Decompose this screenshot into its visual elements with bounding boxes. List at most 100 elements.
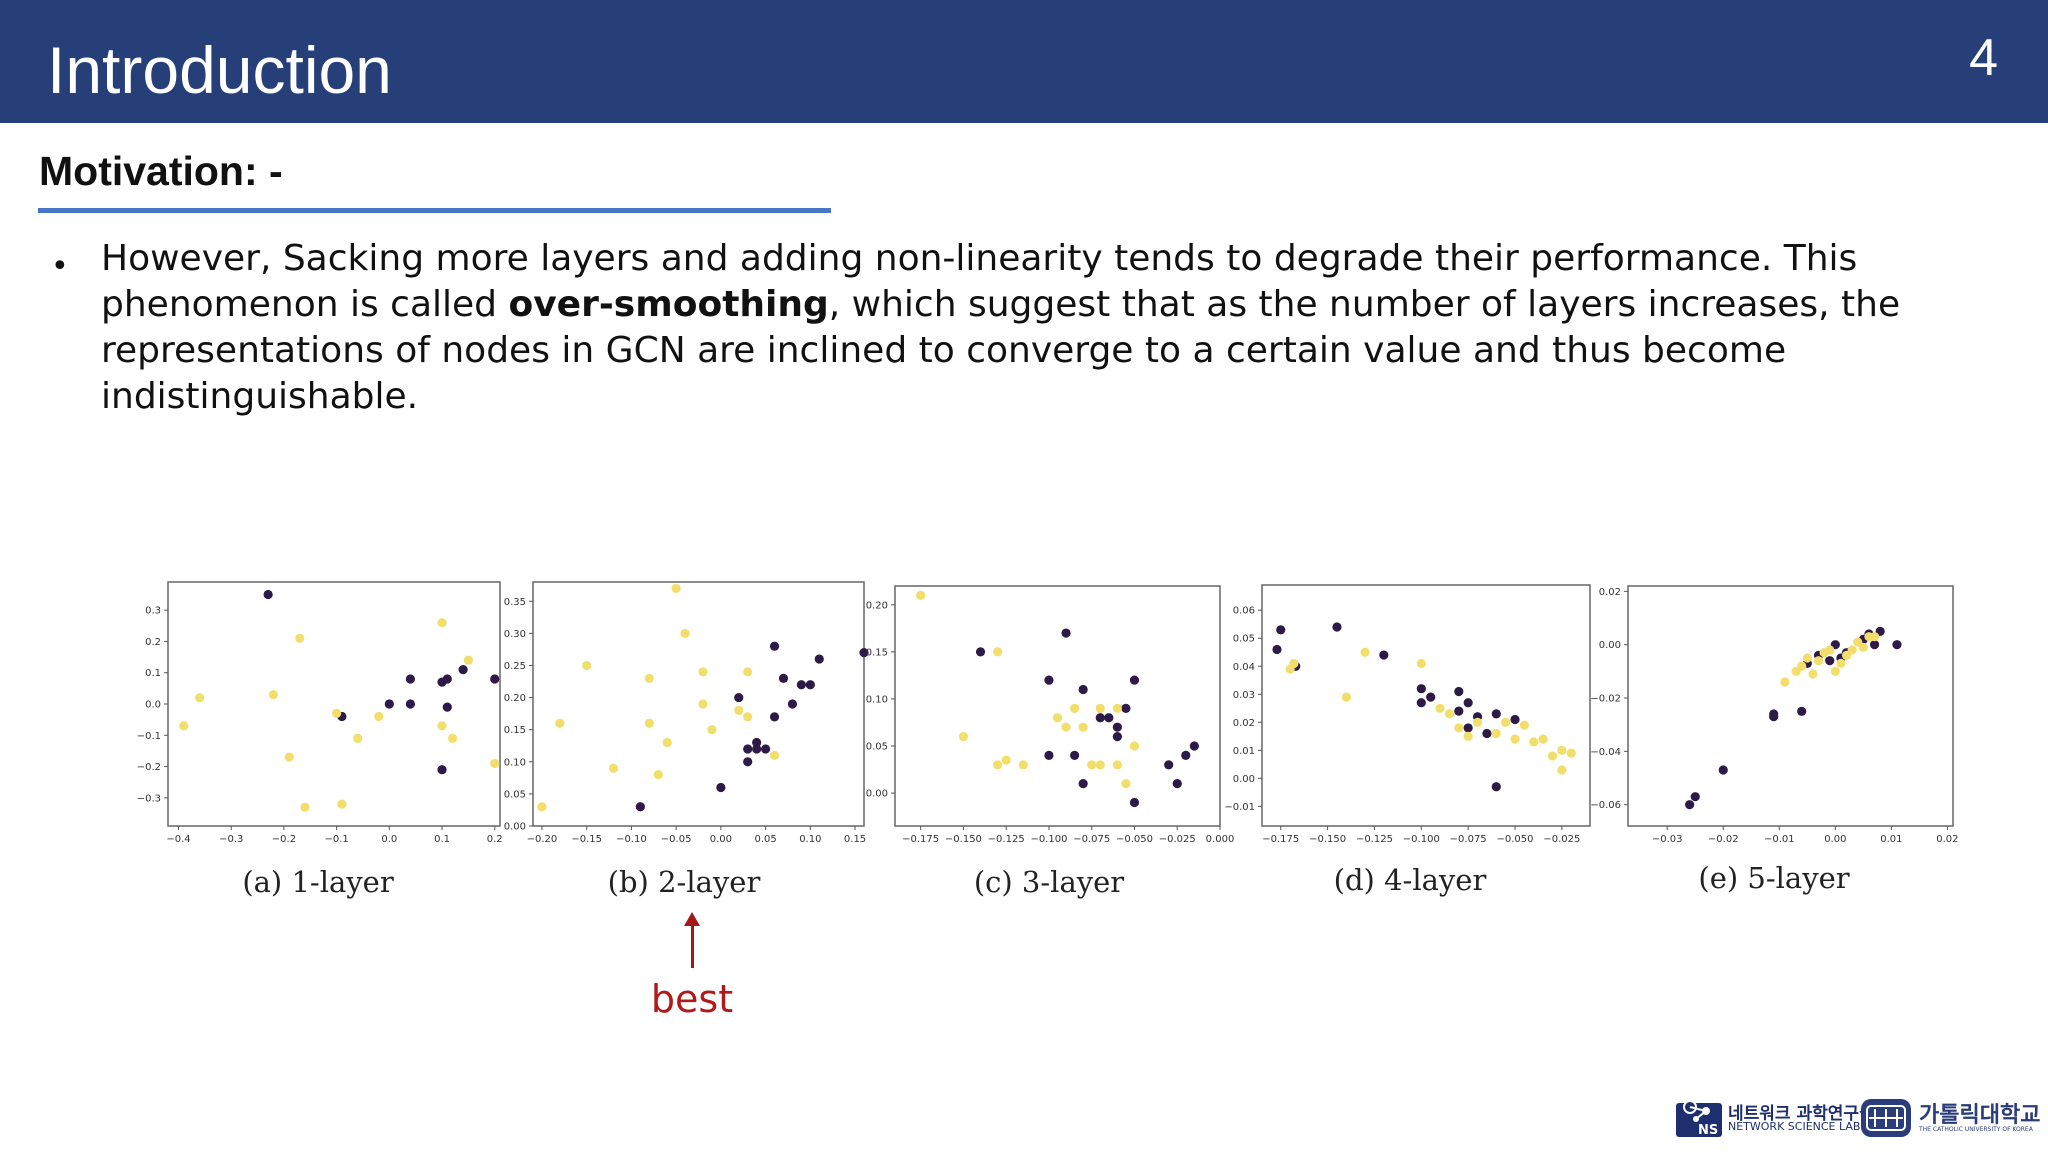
- point-yellow-class: [958, 731, 969, 742]
- point-dark-class: [442, 702, 452, 712]
- point-yellow-class: [1510, 734, 1520, 744]
- y-tick-label: 0.1: [145, 668, 161, 679]
- subfigure-caption: (e) 5-layer: [1698, 861, 1850, 895]
- page-number: 4: [1969, 29, 1998, 87]
- y-tick-label: 0.03: [1233, 690, 1255, 701]
- y-tick-label: −0.02: [1590, 694, 1621, 705]
- point-dark-class: [1189, 741, 1199, 751]
- point-yellow-class: [1830, 666, 1840, 676]
- point-dark-class: [1044, 750, 1054, 761]
- point-yellow-class: [1566, 748, 1576, 758]
- point-dark-class: [1276, 625, 1286, 635]
- university-emblem-icon: [1861, 1099, 1911, 1137]
- point-yellow-class: [268, 690, 278, 700]
- point-dark-class: [805, 680, 815, 690]
- x-tick-label: −0.10: [616, 834, 647, 845]
- x-tick-label: −0.1: [324, 834, 348, 845]
- point-dark-class: [1272, 644, 1282, 655]
- lab-mark-text: NS: [1698, 1123, 1718, 1138]
- point-dark-class: [1172, 779, 1182, 789]
- bullet-text-bold: over-smoothing: [508, 284, 829, 325]
- point-dark-class: [490, 674, 500, 684]
- point-yellow-class: [1557, 745, 1567, 755]
- point-yellow-class: [707, 725, 717, 735]
- point-dark-class: [1690, 792, 1700, 802]
- point-yellow-class: [653, 770, 663, 780]
- point-yellow-class: [337, 799, 347, 809]
- x-tick-label: −0.100: [1030, 834, 1067, 845]
- point-yellow-class: [1547, 751, 1558, 761]
- bullet-text-after: , which suggest that as the number of la…: [101, 284, 1901, 417]
- point-yellow-class: [916, 590, 926, 601]
- subtitle-underline: [38, 208, 831, 213]
- point-dark-class: [1825, 656, 1835, 666]
- point-dark-class: [1416, 698, 1426, 708]
- point-yellow-class: [1001, 755, 1011, 765]
- point-yellow-class: [1538, 734, 1548, 744]
- y-tick-label: 0.02: [1599, 587, 1621, 598]
- slide-header: Introduction 4: [0, 0, 2048, 123]
- point-dark-class: [1078, 779, 1088, 789]
- point-yellow-class: [1813, 656, 1824, 666]
- point-dark-class: [716, 782, 726, 793]
- point-dark-class: [1070, 750, 1080, 761]
- x-tick-label: 0.1: [434, 834, 450, 845]
- point-yellow-class: [1529, 737, 1539, 747]
- point-yellow-class: [295, 633, 305, 643]
- point-yellow-class: [582, 660, 592, 671]
- point-yellow-class: [447, 733, 458, 744]
- point-yellow-class: [1491, 728, 1501, 739]
- point-yellow-class: [1360, 647, 1370, 657]
- point-yellow-class: [1463, 731, 1473, 741]
- subfigure-caption: (b) 2-layer: [607, 865, 761, 899]
- scatter-plot-4: −0.175−0.150−0.125−0.100−0.075−0.050−0.0…: [1224, 584, 1591, 845]
- point-dark-class: [1426, 692, 1436, 702]
- point-dark-class: [405, 674, 416, 684]
- point-dark-class: [1095, 713, 1105, 723]
- point-yellow-class: [1112, 760, 1122, 770]
- point-dark-class: [1044, 675, 1054, 685]
- point-dark-class: [743, 744, 753, 754]
- point-yellow-class: [1061, 722, 1071, 732]
- point-yellow-class: [734, 705, 744, 716]
- x-tick-label: −0.050: [1116, 834, 1153, 845]
- point-yellow-class: [1501, 717, 1511, 727]
- x-tick-label: 0.00: [1824, 834, 1846, 845]
- point-dark-class: [384, 699, 394, 709]
- x-tick-label: −0.01: [1764, 834, 1795, 845]
- point-yellow-class: [284, 752, 294, 762]
- y-tick-label: 0.30: [504, 629, 526, 640]
- bullet-marker: •: [51, 249, 69, 284]
- network-science-lab-logo: NS 네트워크 과학연구실 NETWORK SCIENCE LAB: [1676, 1097, 1875, 1139]
- point-dark-class: [1332, 622, 1342, 632]
- point-yellow-class: [437, 618, 447, 628]
- point-yellow-class: [1112, 703, 1122, 713]
- point-yellow-class: [1095, 703, 1105, 713]
- y-tick-label: 0.0: [145, 700, 161, 711]
- point-dark-class: [769, 641, 780, 651]
- point-dark-class: [405, 699, 416, 709]
- point-dark-class: [1454, 686, 1464, 697]
- point-yellow-class: [1052, 713, 1063, 723]
- point-yellow-class: [1869, 632, 1880, 642]
- point-yellow-class: [1435, 703, 1445, 713]
- point-dark-class: [1463, 698, 1473, 708]
- y-tick-label: 0.05: [504, 789, 526, 800]
- point-yellow-class: [1557, 765, 1567, 775]
- y-tick-label: 0.00: [866, 789, 888, 800]
- point-yellow-class: [537, 802, 547, 812]
- point-yellow-class: [353, 733, 363, 744]
- point-dark-class: [752, 737, 762, 748]
- point-yellow-class: [1341, 692, 1351, 702]
- point-yellow-class: [1078, 722, 1088, 732]
- y-tick-label: −0.01: [1224, 802, 1255, 813]
- y-tick-label: 0.15: [504, 725, 526, 736]
- point-yellow-class: [743, 667, 753, 677]
- subfigure-caption: (d) 4-layer: [1333, 863, 1487, 897]
- point-yellow-class: [1454, 723, 1464, 733]
- point-yellow-class: [1836, 658, 1846, 668]
- y-tick-label: 0.10: [504, 757, 526, 768]
- x-tick-label: −0.075: [1450, 834, 1487, 845]
- point-yellow-class: [1070, 703, 1080, 713]
